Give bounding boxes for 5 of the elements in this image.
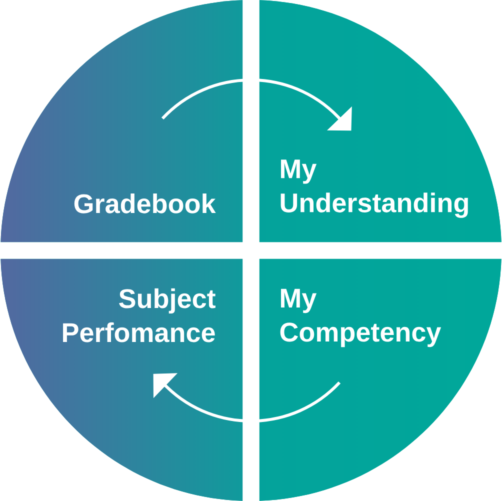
quadrant: Gradebook (0, 0, 243, 242)
quadrant: My Competency (259, 258, 502, 501)
quadrant: Subject Perfomance (0, 258, 243, 501)
curved-arrow (162, 78, 352, 131)
quadrant: My Understanding (259, 0, 502, 242)
